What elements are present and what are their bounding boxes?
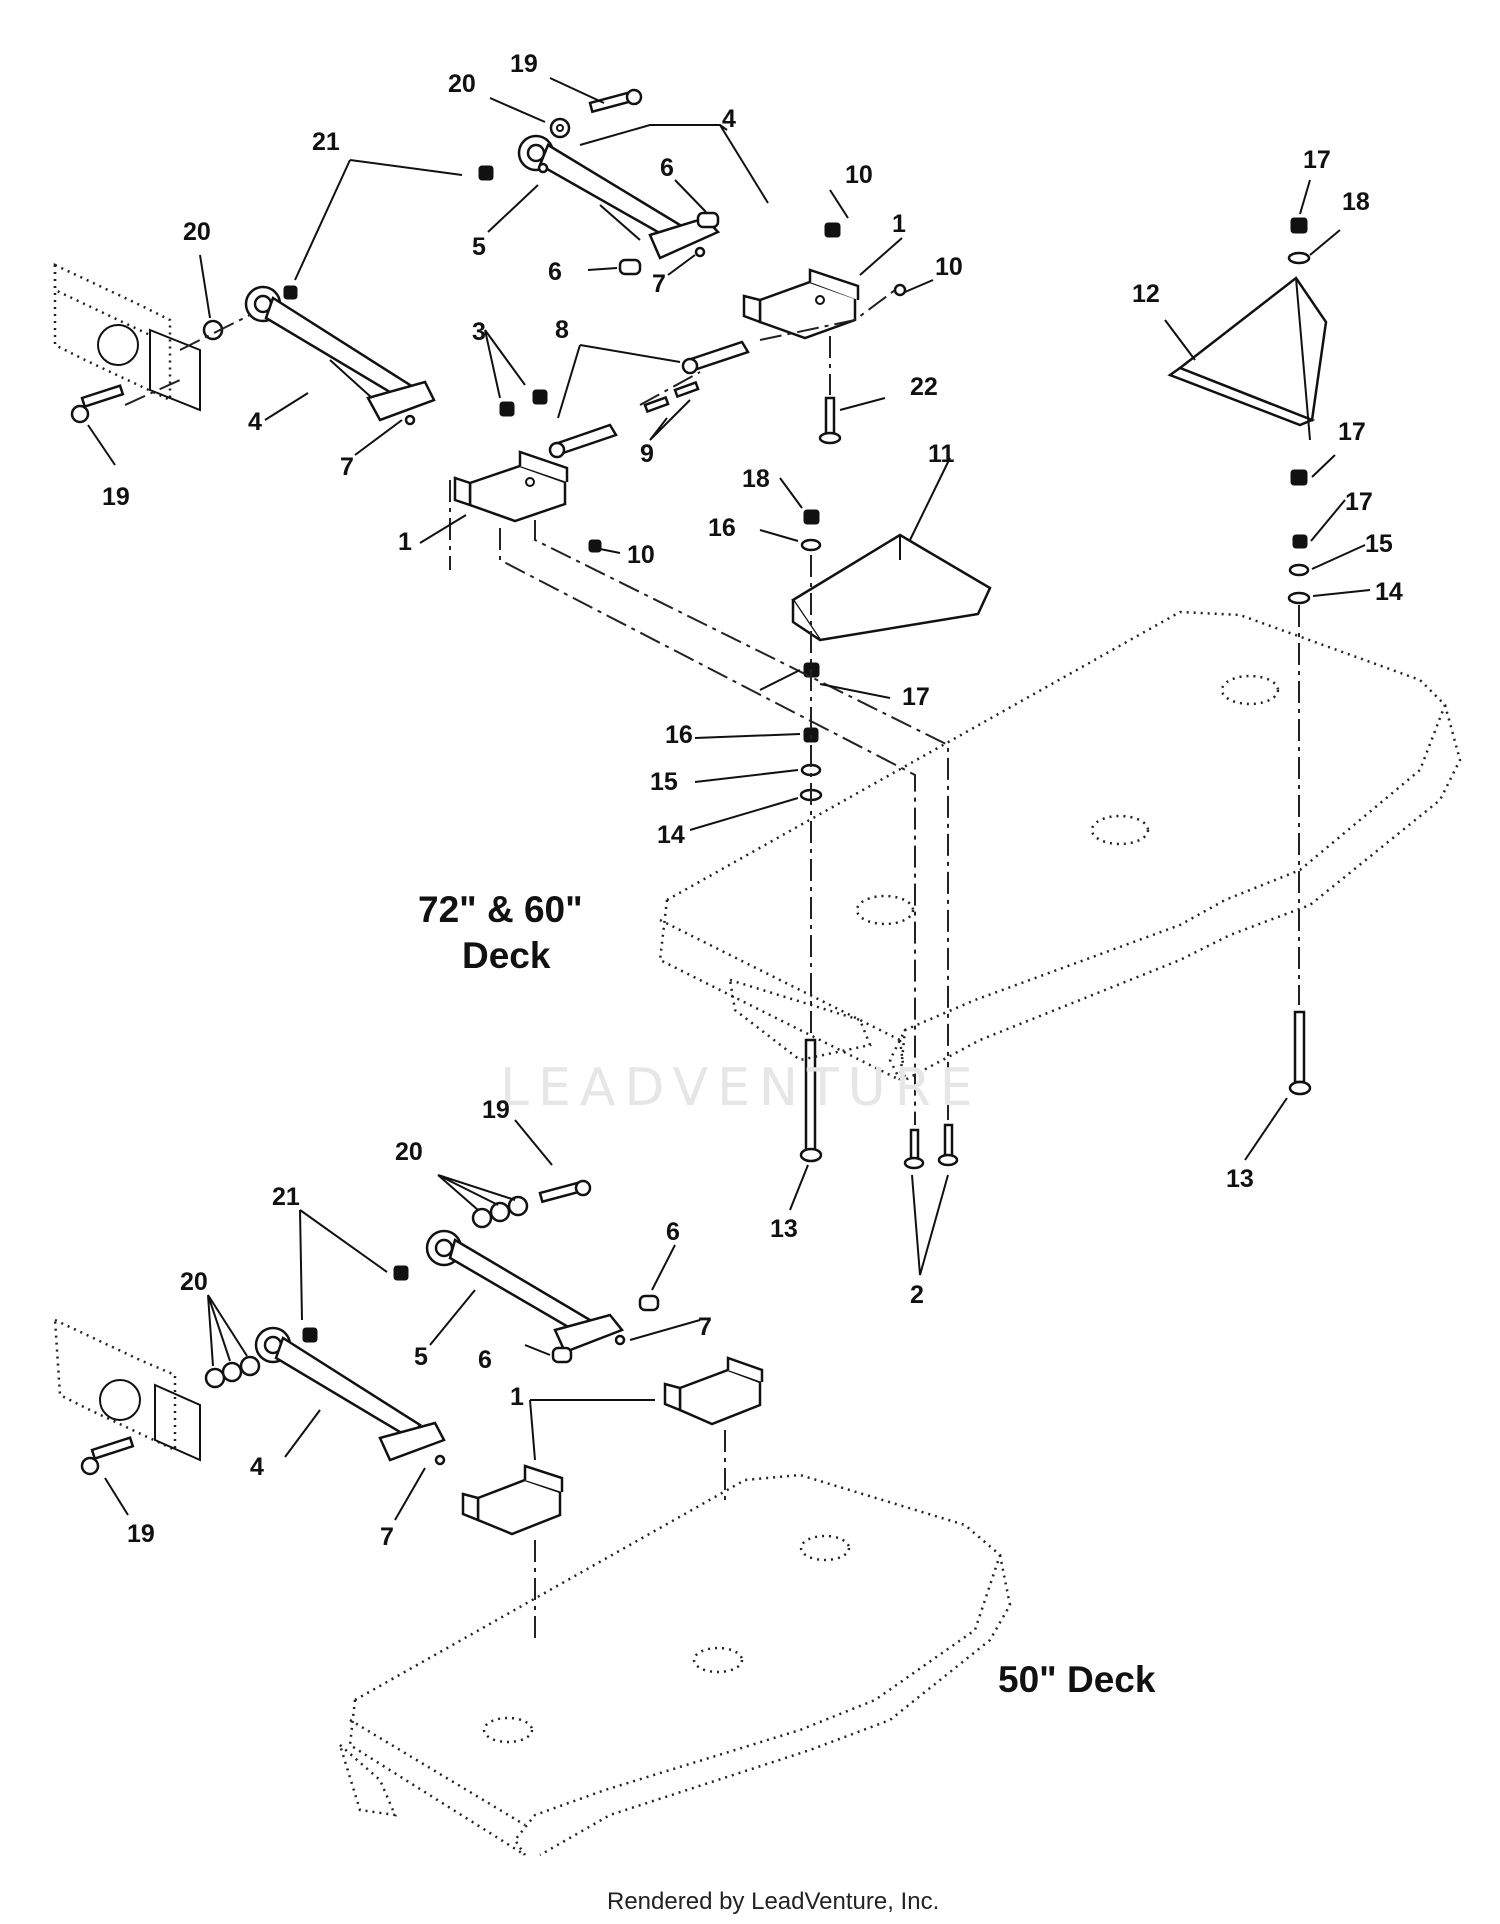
deck-label-lower: 50" Deck [998,1659,1156,1700]
callout: 14 [1375,578,1403,606]
callout: 13 [770,1215,798,1243]
callout: 1 [892,210,906,238]
credit-text: Rendered by LeadVenture, Inc. [607,1888,939,1915]
callout: 18 [1342,188,1370,216]
lower-arm-4-lower [254,1326,446,1462]
bracket-1-lower [663,1356,764,1426]
callout: 5 [472,233,486,261]
callout: 20 [183,218,211,246]
callout: 6 [666,1218,680,1246]
callout: 18 [742,465,770,493]
callout: 2 [910,1281,924,1309]
callout: 17 [1338,418,1366,446]
deck-label-upper-line2: Deck [462,935,551,976]
callout: 11 [928,440,955,468]
callout: 4 [248,408,262,436]
callout: 17 [1345,488,1373,516]
callout: 8 [555,316,569,344]
callout: 7 [698,1313,712,1341]
callout: 1 [398,528,412,556]
bolt-9 [643,395,670,414]
callout: 10 [935,253,963,281]
callout: 21 [312,128,340,156]
callout: 16 [665,721,693,749]
cover-12 [1167,276,1328,441]
callout: 4 [722,105,736,133]
callout: 7 [340,453,354,481]
callout: 17 [902,683,930,711]
deck-72-60 [658,610,1462,1082]
frame-stub-lower [53,1317,201,1462]
bracket-1 [453,450,569,523]
cover-11 [791,533,992,642]
callout: 17 [1303,146,1331,174]
callouts-upper: 19 20 4 21 6 10 1 5 6 7 20 10 17 18 12 3… [102,50,1403,1309]
callout: 14 [657,821,685,849]
upper-arm-5-lower [425,1229,625,1354]
bracket-1-lower [461,1464,564,1536]
bolt-9 [673,380,700,399]
callout: 6 [660,154,674,182]
callout: 22 [910,373,938,401]
callout: 19 [127,1520,155,1548]
hardware-right [1287,217,1312,1096]
callout: 7 [380,1523,394,1551]
callout: 6 [548,258,562,286]
lower-arm-4 [244,285,436,422]
bracket-1 [742,268,860,340]
callout: 19 [102,483,130,511]
lower-assembly [53,1179,1012,1857]
callout: 1 [510,1383,524,1411]
assembly-lines-upper [124,289,1300,1125]
hardware-top [70,88,907,553]
watermark: LEADVENTURE [500,1058,982,1118]
callout: 9 [640,440,654,468]
callout: 12 [1132,280,1160,308]
callout: 16 [708,514,736,542]
callout: 15 [650,768,678,796]
pin-8 [548,340,750,459]
deck-label-upper-line1: 72" & 60" [418,889,583,930]
leader-lines [87,77,1371,1521]
callout: 4 [250,1453,264,1481]
hardware-lower [80,1179,660,1476]
upper-arm-5 [517,134,721,260]
callout: 13 [1226,1165,1254,1193]
callouts-lower: 19 20 21 6 20 7 5 6 1 4 19 7 [127,1096,712,1551]
callout: 5 [414,1343,428,1371]
callout: 20 [180,1268,208,1296]
callout: 20 [395,1138,423,1166]
callout: 19 [510,50,538,78]
callout: 3 [472,318,486,346]
bolt-22 [818,396,842,445]
bushing-6 [618,258,642,276]
callout: 20 [448,70,476,98]
callout: 19 [482,1096,510,1124]
callout: 6 [478,1346,492,1374]
callout: 10 [845,161,873,189]
callout: 7 [652,270,666,298]
upper-assembly [53,88,1462,1170]
frame-stub-upper [53,263,201,412]
callout: 15 [1365,530,1393,558]
bushing-6 [696,211,720,229]
deck-50 [337,1473,1012,1857]
callout: 21 [272,1183,300,1211]
washers-20 [204,1195,529,1389]
callout: 10 [627,541,655,569]
